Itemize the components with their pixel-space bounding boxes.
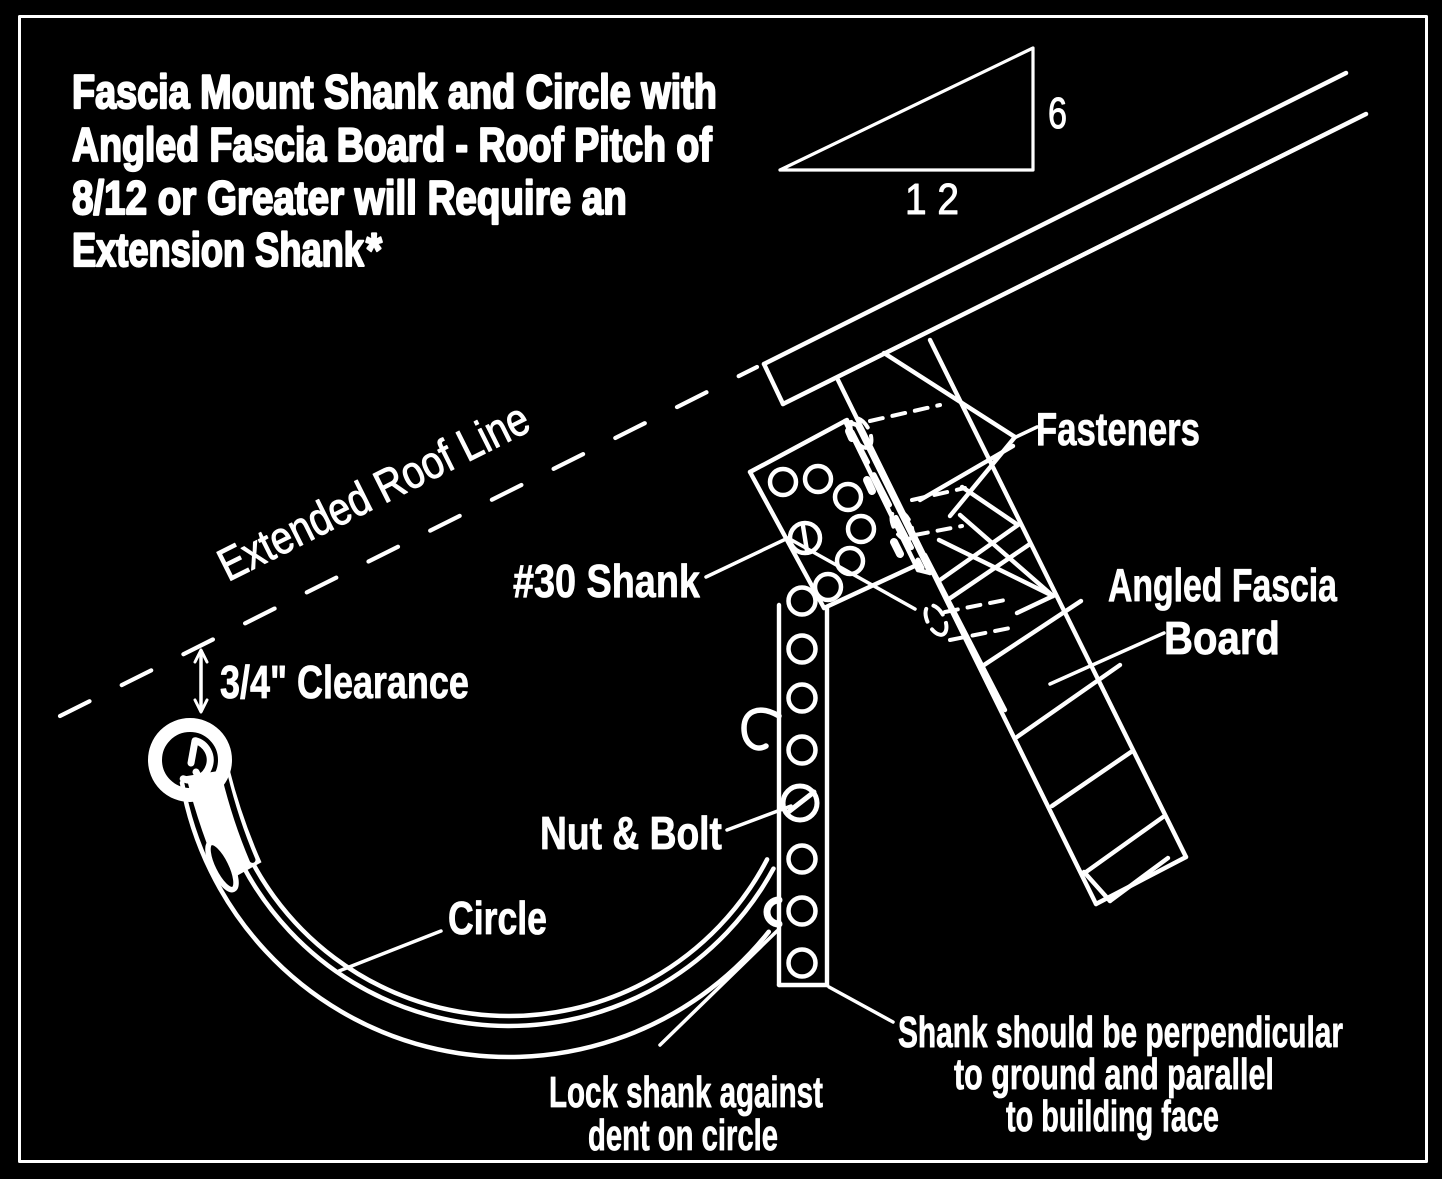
svg-text:to ground and parallel: to ground and parallel: [954, 1051, 1274, 1100]
svg-text:Angled Fascia Board - Roof Pit: Angled Fascia Board - Roof Pitch of: [72, 120, 713, 172]
svg-text:Circle: Circle: [448, 893, 547, 944]
svg-text:Fascia Mount Shank and Circle: Fascia Mount Shank and Circle with: [72, 66, 717, 119]
svg-text:Angled Fascia: Angled Fascia: [1108, 559, 1337, 611]
svg-text:Extension Shank: Extension Shank: [72, 223, 364, 276]
svg-text:3/4" Clearance: 3/4" Clearance: [220, 657, 469, 708]
svg-text:1 2: 1 2: [905, 174, 959, 224]
svg-text:to building face: to building face: [1006, 1091, 1219, 1141]
svg-text:Fasteners: Fasteners: [1036, 403, 1200, 455]
svg-text:Nut & Bolt: Nut & Bolt: [540, 807, 722, 859]
svg-text:Board: Board: [1164, 614, 1280, 665]
svg-text:Shank should be perpendicular: Shank should be perpendicular: [898, 1007, 1343, 1056]
svg-text:6: 6: [1048, 89, 1067, 138]
svg-text:8/12 or Greater will Require a: 8/12 or Greater will Require an: [72, 172, 627, 224]
svg-text:dent on circle: dent on circle: [588, 1110, 778, 1159]
svg-text:*: *: [366, 224, 383, 276]
svg-text:Lock shank against: Lock shank against: [549, 1067, 823, 1116]
svg-text:#30 Shank: #30 Shank: [513, 555, 700, 606]
